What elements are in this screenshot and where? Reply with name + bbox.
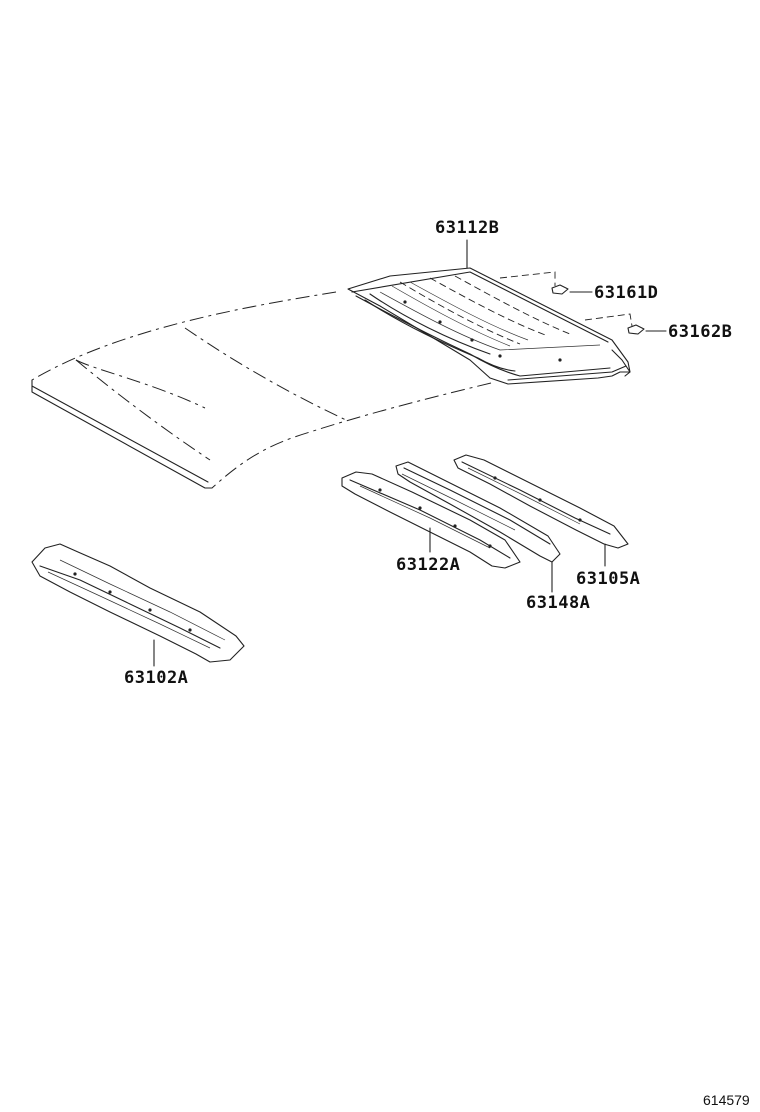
part-label-63148A: 63148A bbox=[526, 593, 591, 613]
part-label-63112B: 63112B bbox=[435, 218, 500, 238]
figure-number: 614579 bbox=[703, 1092, 750, 1108]
part-label-63122A: 63122A bbox=[396, 555, 461, 575]
roof-reinforcement-rear-bow-drawing bbox=[395, 461, 561, 593]
front-header-panel-drawing bbox=[31, 543, 245, 667]
part-label-63162B: 63162B bbox=[668, 322, 733, 342]
roof-reinforcement-center-drawing bbox=[341, 471, 521, 569]
roof-panel-rear-rail-drawing bbox=[453, 454, 629, 567]
part-label-63161D: 63161D bbox=[594, 283, 659, 303]
roof-clip-upper-drawing bbox=[551, 284, 593, 295]
roof-panel-drawing bbox=[31, 239, 633, 489]
part-label-63102A: 63102A bbox=[124, 668, 189, 688]
part-label-63105A: 63105A bbox=[576, 569, 641, 589]
roof-clip-lower-drawing bbox=[627, 324, 667, 335]
